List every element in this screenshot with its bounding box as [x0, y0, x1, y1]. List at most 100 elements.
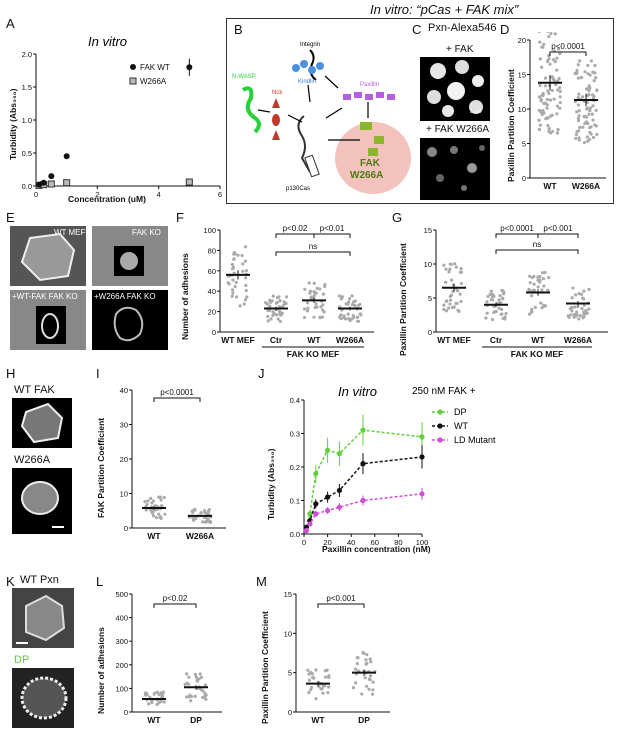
p-value-label: p<0.02 [163, 594, 188, 603]
paxillin-shape [343, 92, 395, 100]
data-point [201, 520, 205, 524]
data-point [546, 32, 550, 33]
data-point [325, 507, 331, 514]
data-point [324, 675, 328, 679]
y-tick-label: 10 [518, 105, 526, 114]
data-point [455, 289, 460, 293]
cell-image-wt-fak-rescue: +WT-FAK FAK KO [10, 290, 86, 350]
panel-label-a: A [6, 16, 15, 31]
data-point [591, 135, 596, 140]
data-point [230, 262, 235, 267]
panel-h-top-label: WT FAK [14, 384, 55, 396]
data-point [485, 300, 489, 304]
data-point [449, 278, 454, 282]
chart-a-xlabel: Concentration (uM) [68, 194, 146, 204]
y-tick-label: 0.5 [22, 149, 32, 158]
data-point [241, 262, 245, 266]
data-point [314, 291, 318, 295]
data-point [500, 312, 504, 316]
data-point [595, 132, 599, 137]
tile-label-wt-fak: +WT-FAK FAK KO [12, 292, 78, 301]
data-point [458, 292, 462, 296]
data-point [458, 270, 463, 274]
data-point [321, 691, 325, 695]
data-point [551, 58, 556, 62]
panel-c-top-label: + FAK [446, 44, 474, 55]
data-point [306, 306, 310, 310]
data-point [583, 70, 587, 74]
data-point [448, 267, 452, 271]
chart-j-title: In vitro [338, 384, 377, 399]
data-point [541, 45, 545, 49]
data-point [360, 692, 364, 696]
y-tick-label: 15 [284, 590, 292, 599]
nck-label: Nck [272, 90, 283, 96]
data-point [358, 312, 362, 316]
data-point [146, 499, 150, 503]
data-point [442, 303, 446, 307]
data-point [558, 85, 562, 90]
data-point [570, 296, 574, 300]
y-tick-label: 20 [518, 36, 526, 45]
chart-j-ylabel: Turbidity (Abs₃₅₀) [266, 448, 276, 520]
data-point [157, 512, 161, 516]
y-tick-label: 1.5 [22, 83, 32, 92]
data-point [208, 520, 212, 525]
data-point [234, 280, 238, 285]
data-point [307, 678, 311, 682]
data-point [547, 126, 551, 131]
x-category-label: W266A [572, 181, 600, 191]
data-point [302, 315, 307, 320]
data-point [448, 298, 453, 302]
data-point [594, 76, 598, 80]
data-point [572, 305, 577, 309]
data-point [582, 313, 586, 317]
data-point [191, 518, 196, 522]
chart-g: Paxillin Partition Coefficient 051015WT … [398, 224, 608, 359]
data-point [243, 298, 248, 302]
p-value-label: p<0.001 [543, 224, 573, 233]
data-point [355, 315, 359, 319]
data-point [327, 685, 331, 689]
panel-label-f: F [176, 210, 184, 225]
p-value-label: p<0.0001 [500, 224, 534, 233]
y-tick-label: 200 [115, 661, 128, 670]
data-point [576, 116, 581, 120]
data-point [580, 307, 584, 311]
data-point [576, 103, 580, 107]
data-point [444, 309, 449, 313]
data-point [585, 94, 590, 98]
nwasp-shape [241, 86, 261, 134]
y-tick-label: 40 [120, 386, 128, 395]
y-tick-label: 40 [208, 287, 216, 296]
panel-label-d: D [500, 22, 510, 37]
legend-label: LD Mutant [454, 435, 496, 445]
data-point [545, 103, 549, 107]
data-point [151, 499, 155, 503]
y-tick-label: 0 [428, 328, 432, 337]
data-point [591, 93, 595, 97]
data-point [369, 660, 373, 664]
data-point [232, 257, 236, 261]
y-tick-label: 80 [208, 246, 216, 255]
x-category-label: WT MEF [437, 335, 471, 345]
data-point [550, 75, 555, 79]
p-value-label: p<0.01 [320, 224, 345, 233]
data-point [589, 132, 593, 136]
data-point [549, 114, 553, 118]
data-point [302, 307, 307, 311]
chart-i-ylabel: FAK Partition Coefficient [96, 418, 106, 518]
data-point [582, 289, 586, 293]
data-point [576, 76, 580, 80]
data-point [543, 76, 548, 80]
cell-image-dp-pxn [12, 668, 74, 728]
chart-g-ylabel: Paxillin Partition Coefficient [398, 243, 408, 356]
data-point [594, 108, 598, 112]
data-point [588, 126, 592, 130]
data-point [538, 57, 542, 61]
data-point [187, 675, 191, 679]
significance-bracket [153, 397, 201, 402]
data-point [351, 686, 356, 690]
nck-shape [272, 98, 280, 140]
data-point [278, 312, 282, 316]
